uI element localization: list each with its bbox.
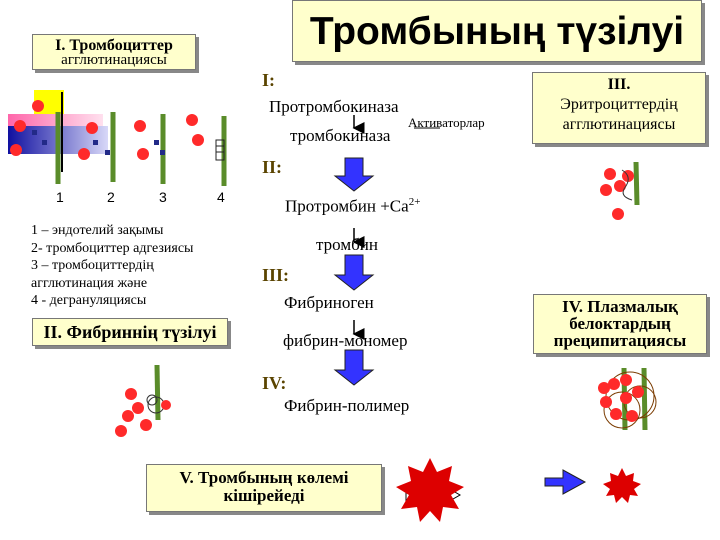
legend-line: 4 - дегрануляциясы bbox=[31, 293, 147, 308]
number-2: 2 bbox=[107, 189, 115, 205]
stage-i-box: I. Тромбоциттер агглютинациясы bbox=[32, 34, 196, 70]
stage-i-line2: агглютинациясы bbox=[61, 52, 167, 68]
ca-superscript: 2+ bbox=[408, 196, 421, 208]
clot-small bbox=[603, 468, 641, 503]
step-prothrombin: Протромбин +Са2+ bbox=[285, 196, 420, 217]
stage-iii-line3: агглютинациясы bbox=[562, 116, 676, 133]
stage-ii-box: II. Фибриннің түзілуі bbox=[32, 318, 228, 346]
step-prothrombokinase: Протромбокиназа bbox=[269, 97, 399, 116]
legend-line: 1 – эндотелий зақымы bbox=[31, 223, 164, 238]
stage-marker-4: IV: bbox=[262, 373, 287, 393]
stage-i-line1: I. Тромбоциттер bbox=[55, 37, 173, 54]
step-fibrin-polymer: Фибрин-полимер bbox=[284, 396, 410, 415]
number-1: 1 bbox=[56, 189, 64, 205]
stage-iii-line2: Эритроциттердің bbox=[560, 96, 678, 113]
stage-iii-line1: III. bbox=[607, 76, 631, 93]
stage-iv-box: IV. Плазмалық белоктардың преципитациясы bbox=[533, 294, 707, 354]
precipitation-illustration bbox=[598, 367, 657, 431]
blue-arrow-3 bbox=[333, 349, 375, 386]
stage-marker-3: III: bbox=[262, 265, 290, 285]
step-fibrin-monomer: фибрин-мономер bbox=[283, 331, 408, 350]
clot-large bbox=[396, 458, 464, 522]
stage-iii-box: III. Эритроциттердің агглютинациясы bbox=[532, 72, 706, 144]
main-title-box: Тромбының түзілуі bbox=[292, 0, 702, 62]
legend: 1 – эндотелий зақымы 2- тромбоциттер адг… bbox=[31, 222, 193, 310]
number-4: 4 bbox=[217, 189, 225, 205]
stage-marker-2: II: bbox=[262, 157, 283, 177]
stage-v-line1: V. Тромбының көлемі bbox=[179, 468, 349, 487]
stage-iv-line1: IV. Плазмалық bbox=[562, 297, 678, 316]
stage-v-line2: кішірейеді bbox=[223, 486, 305, 505]
vessel-illustration bbox=[8, 90, 227, 186]
step-fibrinogen: Фибриноген bbox=[284, 293, 374, 312]
stage-marker-1: I: bbox=[262, 70, 275, 90]
blue-arrow-2 bbox=[333, 254, 375, 291]
stage-iv-line2: белоктардың bbox=[569, 314, 671, 333]
right-arrow-6 bbox=[544, 469, 587, 495]
rbc-agglutination-illustration bbox=[600, 161, 640, 220]
legend-line: 3 – тромбоциттердің bbox=[31, 258, 154, 273]
stage-ii-label: II. Фибриннің түзілуі bbox=[43, 322, 217, 342]
number-3: 3 bbox=[159, 189, 167, 205]
blue-arrow-1 bbox=[333, 157, 375, 192]
fibrin-illustration bbox=[115, 364, 171, 437]
step-thrombin: тромбин bbox=[316, 235, 378, 254]
legend-line: 2- тромбоциттер адгезиясы bbox=[31, 240, 194, 256]
step-thrombokinase: тромбокиназа bbox=[290, 126, 391, 145]
legend-line: агглютинация және bbox=[31, 275, 148, 291]
main-title: Тромбының түзілуі bbox=[309, 10, 685, 53]
prothrombin-text: Протромбин +Са bbox=[285, 196, 409, 216]
stage-v-box: V. Тромбының көлемі кішірейеді bbox=[146, 464, 382, 512]
stage-iv-line3: преципитациясы bbox=[553, 331, 687, 350]
step-activators: Активаторлар bbox=[408, 115, 485, 130]
